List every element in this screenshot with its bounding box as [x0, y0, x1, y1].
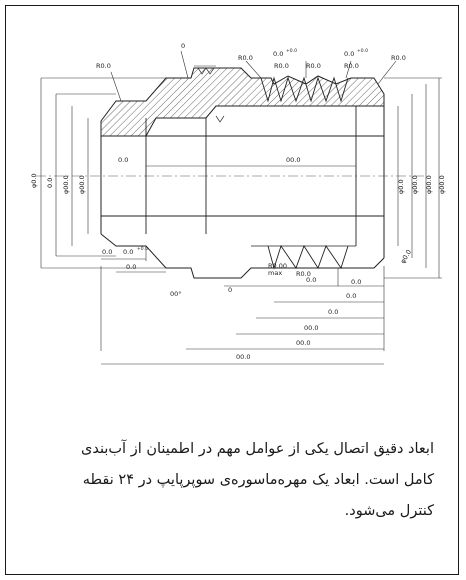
section-upper-hatch — [100, 67, 385, 137]
length-dimension-lines — [100, 165, 385, 365]
label-tol-top-1: 0.0 — [273, 50, 283, 58]
label-r-top-2: R0.0 — [274, 62, 289, 70]
caption-line-1: ابعاد دقیق اتصال یکی از عوامل مهم در اطم… — [81, 441, 434, 457]
thread-upper — [260, 76, 349, 103]
finish-symbol-1 — [197, 67, 215, 75]
label-small-left: 0.0 — [118, 156, 128, 164]
figure-frame: R0.0 0.0 R0.0 R0.0 0.0 R0.0 R0.0 R0.0 0 … — [5, 5, 459, 575]
label-r-top-4: R0.0 — [344, 62, 359, 70]
label-sup-3: +0.0 — [137, 246, 148, 252]
caption: ابعاد دقیق اتصال یکی از عوامل مهم در اطم… — [26, 434, 434, 527]
label-r-left: R0.0 — [96, 62, 111, 70]
label-angle: 00° — [170, 290, 182, 298]
finish-symbol-2 — [215, 115, 225, 123]
label-zero-top: 0 — [181, 42, 185, 50]
label-tol-top-2: 0.0 — [344, 50, 354, 58]
label-short-4: 0.0 — [306, 276, 316, 284]
label-max: max — [268, 269, 282, 277]
caption-line-3: کنترل می‌شود. — [344, 503, 434, 519]
label-small-bl-1: 0.0 — [102, 248, 112, 256]
label-r-top-5: R0.0 — [391, 54, 406, 62]
label-short-3: 0.0 — [351, 278, 361, 286]
label-len-center: 00.0 — [286, 156, 300, 164]
label-r-top-3: R0.0 — [306, 62, 321, 70]
label-short-2: 0.0 — [346, 292, 356, 300]
label-short-1: 0.0 — [328, 308, 338, 316]
label-len-bottom: 00.0 — [236, 353, 250, 361]
label-r-bottom: R0.00 — [268, 262, 287, 270]
label-phi-right-low: φ0.0 — [399, 248, 413, 265]
label-len-3: 00.0 — [304, 324, 318, 332]
label-dia-left-2: φ00.0 — [62, 175, 70, 194]
left-dimension-lines — [40, 77, 166, 269]
label-small-bl-2: 0.0 — [123, 248, 133, 256]
label-r-top-1: R0.0 — [238, 54, 253, 62]
label-dia-right-4: φ00.0 — [438, 175, 446, 194]
label-sup-2: +0.0 — [357, 48, 368, 54]
label-sup-1: +0.0 — [286, 48, 297, 54]
label-r-bottom-2: R0.0 — [296, 270, 311, 278]
section-lower — [100, 233, 385, 279]
technical-drawing: R0.0 0.0 R0.0 R0.0 0.0 R0.0 R0.0 R0.0 0 … — [30, 42, 446, 365]
label-small-bl-3: 0.0 — [126, 263, 136, 271]
top-leaders — [110, 50, 397, 102]
label-zero-bottom: 0 — [228, 286, 232, 294]
right-dimension-lines — [384, 77, 442, 279]
label-dia-right-2: φ00.0 — [411, 175, 419, 194]
label-phi-far-left: φ0.0 — [30, 173, 38, 188]
label-dia-left-3: φ00.0 — [78, 175, 86, 194]
label-dia-left-1: 0.0 — [46, 178, 54, 188]
label-dia-right-3: φ00.0 — [425, 175, 433, 194]
label-len-2: 00.0 — [296, 339, 310, 347]
label-dia-right-1: φ0.0 — [397, 179, 405, 194]
caption-line-2: کامل است. ابعاد یک مهره‌ماسوره‌ی سوپرپای… — [82, 472, 434, 488]
